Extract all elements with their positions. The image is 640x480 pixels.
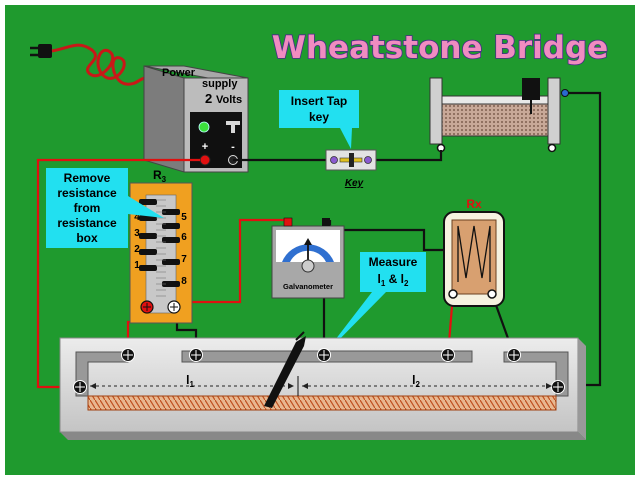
resistance-plug[interactable] <box>139 233 157 239</box>
key-label: Key <box>345 178 364 189</box>
insert-tap-key-callout: Insert Tap key <box>279 90 359 149</box>
tap-key[interactable] <box>325 149 377 171</box>
insert-tap-key-line2: key <box>309 110 329 124</box>
bridge-wire <box>87 395 557 411</box>
remove-line1: Remove <box>64 171 111 185</box>
resistance-plug[interactable] <box>139 249 157 255</box>
power-switch[interactable] <box>226 121 240 133</box>
remove-resistance-callout: Remove resistance from resistance box <box>46 168 164 248</box>
bridge-terminal[interactable] <box>121 348 135 362</box>
remove-line5: box <box>76 231 98 245</box>
r3-number-6: 6 <box>181 232 187 243</box>
bridge-terminals[interactable] <box>73 348 565 394</box>
bridge-terminal[interactable] <box>551 380 565 394</box>
measure-line2: l1 & l2 <box>378 272 410 288</box>
power-led-icon <box>198 121 210 133</box>
resistance-plug[interactable] <box>162 281 180 287</box>
plus-sign: + <box>202 141 208 153</box>
bridge-terminal[interactable] <box>189 348 203 362</box>
rx-right-terminal[interactable] <box>487 289 497 299</box>
jockey[interactable] <box>264 331 306 408</box>
r3-label: R3 <box>153 168 167 184</box>
galvanometer-positive-terminal[interactable] <box>283 217 293 227</box>
galvanometer-negative-terminal[interactable] <box>322 218 330 226</box>
power-cord <box>51 43 150 86</box>
resistance-plug[interactable] <box>139 265 157 271</box>
resistance-plug[interactable] <box>162 237 180 243</box>
r3-number-1: 1 <box>134 260 140 271</box>
galvanometer-label: Galvanometer <box>283 282 333 291</box>
meter-bridge <box>59 337 586 440</box>
resistance-plug[interactable] <box>139 199 157 205</box>
positive-terminal[interactable] <box>199 154 211 166</box>
rheostat <box>429 77 569 153</box>
voltage-value: 2 <box>205 91 212 106</box>
resistance-plug[interactable] <box>162 209 180 215</box>
remove-line2: resistance <box>57 186 117 200</box>
l1-label: l1 <box>186 373 194 389</box>
resistance-plugs[interactable] <box>139 199 180 297</box>
resistance-box <box>129 182 193 324</box>
r3-number-7: 7 <box>181 254 187 265</box>
rx-label: Rx <box>466 197 482 211</box>
rx-left-terminal[interactable] <box>448 289 458 299</box>
power-supply-label-line1: Power <box>162 67 196 79</box>
minus-sign: - <box>231 141 235 153</box>
galvanometer <box>271 217 345 299</box>
power-supply-label-line2: supply <box>202 78 238 90</box>
bridge-terminal[interactable] <box>441 348 455 362</box>
page-title: Wheatstone Bridge <box>272 30 608 66</box>
power-supply <box>143 65 249 173</box>
remove-line3: from <box>74 201 101 215</box>
resistance-plug[interactable] <box>162 259 180 265</box>
r3-number-2: 2 <box>134 244 140 255</box>
l2-label: l2 <box>412 373 420 389</box>
bridge-terminal[interactable] <box>317 348 331 362</box>
unknown-resistor <box>443 211 505 307</box>
resistance-plug[interactable] <box>162 223 180 229</box>
rheostat-slider[interactable] <box>522 78 540 100</box>
r3-number-4: 4 <box>134 212 140 223</box>
bridge-terminal[interactable] <box>507 348 521 362</box>
measure-line1: Measure <box>369 255 418 269</box>
bridge-terminal[interactable] <box>73 380 87 394</box>
power-plug-icon <box>30 44 52 58</box>
r3-number-5: 5 <box>181 212 187 223</box>
voltage-unit: Volts <box>216 94 242 106</box>
remove-line4: resistance <box>57 216 117 230</box>
r3-number-3: 3 <box>134 228 140 239</box>
r3-number-8: 8 <box>181 276 187 287</box>
insert-tap-key-line1: Insert Tap <box>291 94 347 108</box>
